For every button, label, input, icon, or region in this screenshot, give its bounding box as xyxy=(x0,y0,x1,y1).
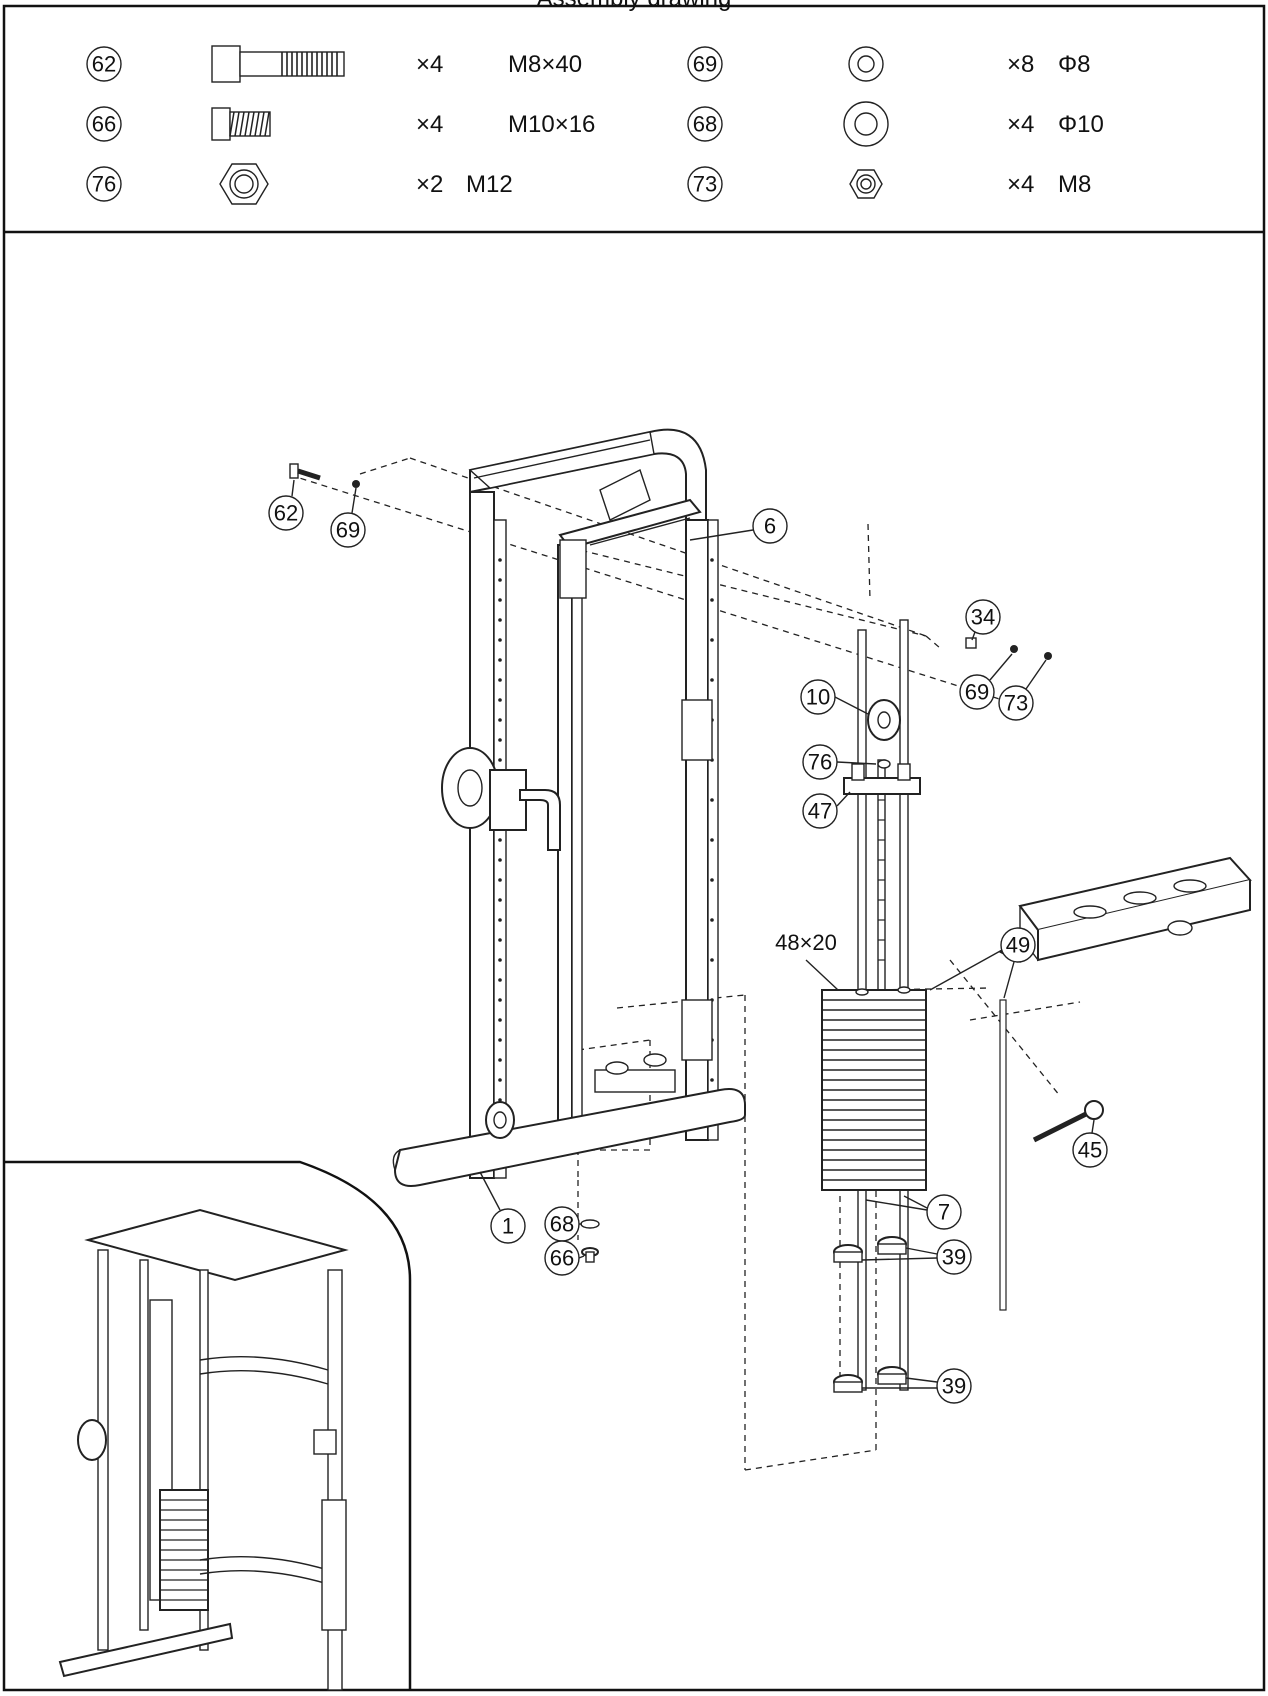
callout-6: 6 xyxy=(689,508,788,544)
bolt-short-icon xyxy=(211,107,271,141)
svg-text:73: 73 xyxy=(1004,691,1028,716)
callout-73: 73 xyxy=(998,659,1047,721)
svg-text:69: 69 xyxy=(336,518,360,543)
washer-large-icon xyxy=(843,101,889,147)
callout-34: 34 xyxy=(965,599,1001,641)
svg-text:68: 68 xyxy=(550,1212,574,1237)
quantity: ×4 xyxy=(416,51,443,78)
pulley-carriage xyxy=(441,747,561,851)
outer-frame xyxy=(2,4,1266,1692)
part-number: 66 xyxy=(92,112,116,137)
svg-text:49: 49 xyxy=(1006,933,1030,958)
bolt-long-icon xyxy=(211,45,345,83)
spec: M12 xyxy=(466,171,513,198)
hardware-item-69: 69 ×8 Φ8 xyxy=(687,46,1091,82)
callout-47: 47 xyxy=(802,791,851,829)
svg-text:10: 10 xyxy=(806,685,830,710)
callout-48: 48×20 xyxy=(775,930,839,991)
part-number: 62 xyxy=(92,52,116,77)
part-number-badge xyxy=(86,106,122,142)
weight-stack-assembly xyxy=(821,619,1104,1393)
part-number-badge xyxy=(687,166,723,202)
callout-69: 69 xyxy=(330,487,366,548)
hardware-table: 62 ×4 M8×40 66 xyxy=(86,45,1104,205)
part-number-badge xyxy=(86,46,122,82)
part-number: 68 xyxy=(693,112,717,137)
svg-text:39: 39 xyxy=(942,1245,966,1270)
svg-text:39: 39 xyxy=(942,1374,966,1399)
svg-text:48×20: 48×20 xyxy=(775,930,837,955)
callout-39a: 39 xyxy=(861,1239,972,1275)
svg-text:6: 6 xyxy=(764,514,776,539)
nut-large-icon xyxy=(219,163,269,205)
spec: M10×16 xyxy=(508,111,595,138)
svg-text:7: 7 xyxy=(938,1200,950,1225)
callout-10: 10 xyxy=(800,679,869,715)
washer-69b-icon xyxy=(1010,645,1018,653)
part-number-badge xyxy=(687,46,723,82)
quantity: ×2 xyxy=(416,171,443,198)
bolt-62-icon xyxy=(289,463,321,481)
washer-69-icon xyxy=(352,480,360,488)
hardware-item-73: 73 ×4 M8 xyxy=(687,166,1091,202)
svg-text:62: 62 xyxy=(274,501,298,526)
svg-text:34: 34 xyxy=(971,605,995,630)
assembled-preview-inset xyxy=(4,1160,412,1691)
svg-text:1: 1 xyxy=(502,1214,514,1239)
exploded-view: 62 69 6 34 69 xyxy=(268,428,1252,1471)
bolt-66-icon xyxy=(581,1247,599,1263)
hardware-item-68: 68 ×4 Φ10 xyxy=(687,101,1104,147)
spec: M8 xyxy=(1058,171,1091,198)
quantity: ×4 xyxy=(1007,171,1034,198)
bushing-34-icon xyxy=(965,637,977,649)
main-frame xyxy=(468,428,719,1179)
spec: Φ8 xyxy=(1058,51,1091,78)
nut-small-icon xyxy=(849,169,883,199)
svg-text:66: 66 xyxy=(550,1246,574,1271)
callout-1: 1 xyxy=(479,1171,526,1244)
hardware-item-62: 62 ×4 M8×40 xyxy=(86,45,582,83)
selector-rod-chain xyxy=(999,999,1007,1311)
quantity: ×8 xyxy=(1007,51,1034,78)
callout-45: 45 xyxy=(1072,1119,1108,1168)
washer-small-icon xyxy=(848,46,884,82)
bumper-pads xyxy=(833,1236,907,1393)
callout-68: 68 xyxy=(544,1206,582,1242)
part-number-badge xyxy=(86,166,122,202)
svg-text:45: 45 xyxy=(1078,1138,1102,1163)
callouts: 62 69 6 34 69 xyxy=(268,479,1108,1404)
callout-76: 76 xyxy=(802,744,877,780)
part-number: 69 xyxy=(693,52,717,77)
callout-7: 7 xyxy=(865,1194,962,1230)
svg-text:69: 69 xyxy=(965,680,989,705)
callout-62: 62 xyxy=(268,479,304,531)
base-foot xyxy=(392,1053,746,1187)
callout-49: 49 xyxy=(1000,927,1036,999)
nut-73-icon xyxy=(1044,652,1052,660)
part-number: 76 xyxy=(92,172,116,197)
spec: Φ10 xyxy=(1058,111,1104,138)
hardware-item-66: 66 ×4 M10×16 xyxy=(86,106,595,142)
callout-39b: 39 xyxy=(862,1368,972,1404)
svg-text:47: 47 xyxy=(808,799,832,824)
callout-66: 66 xyxy=(544,1240,585,1276)
spec: M8×40 xyxy=(508,51,582,78)
quantity: ×4 xyxy=(416,111,443,138)
hardware-item-76: 76 ×2 M12 xyxy=(86,163,513,205)
weight-plate-detail xyxy=(929,856,1252,991)
part-number: 73 xyxy=(693,172,717,197)
assembled-machine-icon xyxy=(58,1208,349,1691)
svg-text:76: 76 xyxy=(808,750,832,775)
part-number-badge xyxy=(687,106,723,142)
selector-pin-icon xyxy=(1032,1100,1104,1143)
quantity: ×4 xyxy=(1007,111,1034,138)
washer-68-icon xyxy=(580,1219,600,1229)
callout-69b: 69 xyxy=(959,653,1013,710)
